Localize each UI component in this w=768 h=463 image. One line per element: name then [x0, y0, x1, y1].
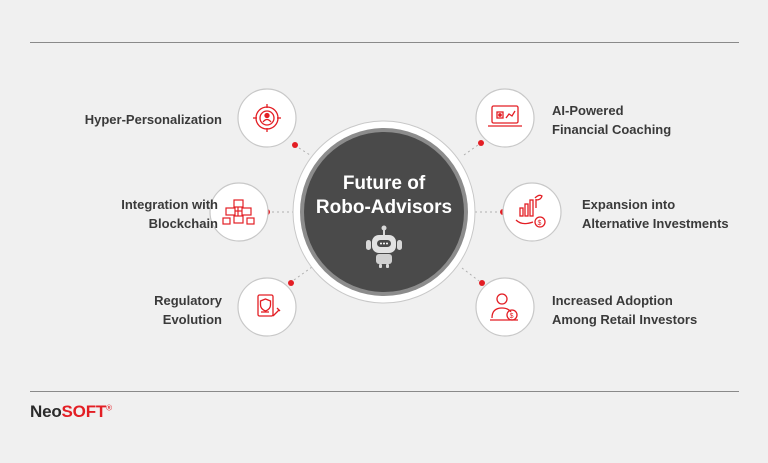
laptop-chart-icon — [488, 105, 522, 127]
document-shield-icon — [257, 294, 281, 317]
label-retail-adoption: Increased Adoption Among Retail Investor… — [552, 291, 697, 329]
target-person-icon — [253, 104, 281, 132]
investor-icon: $ — [490, 293, 518, 321]
connectors — [272, 144, 499, 282]
label-line: Alternative Investments — [582, 216, 729, 231]
circle-coaching — [475, 88, 535, 148]
connector-hyper — [298, 147, 311, 156]
label-alternative-investments: Expansion into Alternative Investments — [582, 195, 729, 233]
label-line: Financial Coaching — [552, 122, 672, 137]
label-hyper-personalization: Hyper-Personalization — [85, 110, 222, 129]
dot-adoption — [479, 280, 485, 286]
hub-core — [304, 132, 464, 292]
satellite-circles — [209, 88, 562, 337]
dot-regulatory — [288, 280, 294, 286]
label-line: Integration with — [121, 197, 218, 212]
label-line: Expansion into — [582, 197, 676, 212]
label-line: Among Retail Investors — [552, 312, 698, 327]
connector-regulatory — [293, 266, 313, 281]
svg-text:$: $ — [538, 220, 542, 227]
label-regulatory-evolution: Regulatory Evolution — [154, 291, 222, 329]
dot-hyper — [292, 142, 298, 148]
connector-adoption — [461, 267, 480, 282]
label-line: Regulatory — [154, 293, 222, 308]
bottom-divider — [30, 391, 739, 392]
robot-icon — [366, 225, 402, 268]
neosoft-logo: NeoSOFT® — [30, 402, 112, 422]
hub-title-line-2: Robo-Advisors — [315, 197, 453, 218]
label-line: Evolution — [162, 312, 222, 327]
connector-coaching — [463, 144, 479, 156]
label-line: Hyper-Personalization — [84, 112, 222, 127]
blockchain-cubes-icon — [222, 199, 255, 225]
hub-title-line-1: Future of — [342, 173, 426, 194]
brand-soft: SOFT — [61, 402, 107, 421]
investment-growth-icon: $ — [515, 194, 546, 228]
brand-neo: Neo — [30, 402, 62, 421]
brand-registered: ® — [106, 403, 112, 413]
hub-title: Future of Robo-Advisors — [300, 172, 468, 220]
label-line: Increased Adoption — [552, 293, 673, 308]
circle-regulatory — [237, 277, 297, 337]
label-line: AI-Powered — [552, 103, 624, 118]
label-integration-blockchain: Integration with Blockchain — [121, 195, 218, 233]
label-ai-coaching: AI-Powered Financial Coaching — [552, 101, 671, 139]
top-divider — [30, 42, 739, 43]
circle-adoption — [475, 277, 535, 337]
circle-blockchain — [209, 182, 269, 242]
dot-coaching — [478, 140, 484, 146]
circle-alternative — [502, 182, 562, 242]
svg-text:$: $ — [510, 313, 514, 320]
label-line: Blockchain — [148, 216, 218, 231]
